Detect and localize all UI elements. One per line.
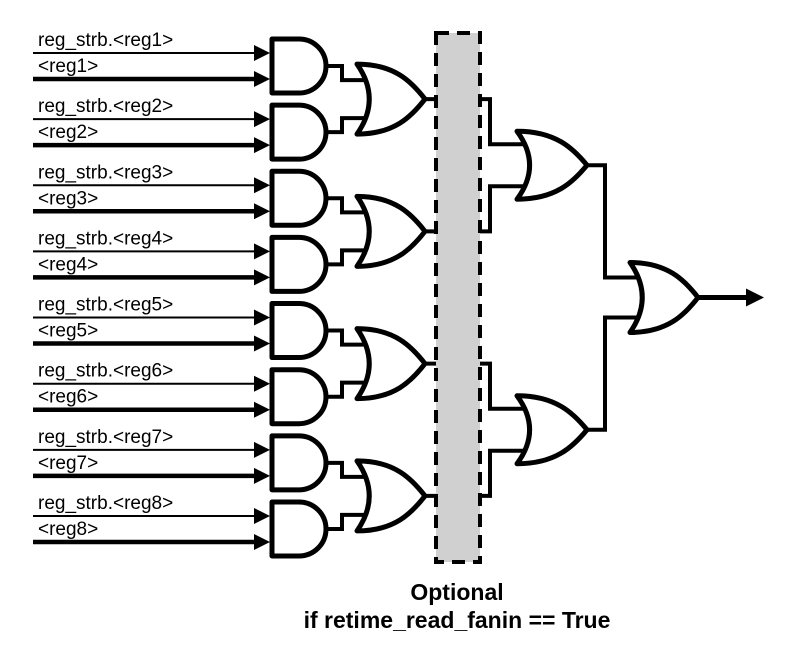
input-arrow-icon bbox=[254, 243, 270, 260]
input-arrow-icon bbox=[254, 177, 270, 194]
input-arrow-icon bbox=[254, 309, 270, 326]
strobe-label-5: reg_strb.<reg5> bbox=[38, 295, 173, 316]
and-output-wire-3 bbox=[326, 196, 371, 215]
or-gate-l3-1 bbox=[514, 128, 590, 202]
input-arrow-icon bbox=[254, 71, 270, 87]
strobe-label-8: reg_strb.<reg8> bbox=[38, 493, 173, 514]
or3-output-wire-1 bbox=[583, 163, 644, 280]
and-gate-2 bbox=[269, 102, 329, 162]
input-arrow-icon bbox=[254, 401, 270, 418]
and-gate-3 bbox=[269, 168, 329, 228]
input-arrow-icon bbox=[254, 533, 270, 550]
input-arrow-icon bbox=[254, 111, 270, 128]
data-label-8: <reg8> bbox=[38, 519, 98, 540]
strobe-label-3: reg_strb.<reg3> bbox=[38, 162, 173, 183]
and-gate-6 bbox=[269, 367, 329, 427]
data-label-4: <reg4> bbox=[38, 254, 98, 275]
or-gate-l2-1 bbox=[354, 61, 428, 137]
and-gate-5 bbox=[269, 301, 329, 361]
strobe-label-6: reg_strb.<reg6> bbox=[38, 361, 173, 382]
input-arrow-icon bbox=[254, 45, 270, 61]
caption-optional: Optional bbox=[410, 579, 503, 605]
strobe-label-1: reg_strb.<reg1> bbox=[38, 30, 173, 51]
caption-condition: if retime_read_fanin == True bbox=[304, 607, 611, 633]
and-output-wire-1 bbox=[326, 64, 371, 83]
and-gate-4 bbox=[269, 234, 329, 294]
input-arrow-icon bbox=[254, 441, 270, 458]
data-label-1: <reg1> bbox=[38, 56, 98, 77]
or3-output-wire-2 bbox=[583, 315, 644, 432]
and-gate-8 bbox=[269, 499, 329, 559]
strobe-label-7: reg_strb.<reg7> bbox=[38, 427, 173, 448]
input-arrow-icon bbox=[254, 375, 270, 392]
and-output-wire-5 bbox=[326, 328, 371, 347]
or-gate-l3-2 bbox=[514, 393, 590, 467]
data-label-5: <reg5> bbox=[38, 321, 98, 342]
strobe-label-2: reg_strb.<reg2> bbox=[38, 96, 173, 117]
and-output-wire-4 bbox=[326, 248, 371, 267]
and-output-wire-2 bbox=[326, 116, 371, 135]
or-gate-l2-3 bbox=[354, 326, 428, 402]
data-label-3: <reg3> bbox=[38, 188, 98, 209]
input-arrow-icon bbox=[254, 335, 270, 352]
and-output-wire-8 bbox=[326, 512, 371, 531]
and-gate-7 bbox=[269, 433, 329, 493]
data-label-7: <reg7> bbox=[38, 453, 98, 474]
data-label-6: <reg6> bbox=[38, 387, 98, 408]
input-arrow-icon bbox=[254, 203, 270, 220]
and-output-wire-6 bbox=[326, 380, 371, 399]
input-arrow-icon bbox=[254, 269, 270, 286]
retime-stage-box bbox=[434, 31, 482, 564]
output-arrow-icon bbox=[746, 288, 764, 307]
or-gate-l2-4 bbox=[354, 458, 428, 534]
data-label-2: <reg2> bbox=[38, 122, 98, 143]
strobe-label-4: reg_strb.<reg4> bbox=[38, 228, 173, 249]
or-gate-l2-2 bbox=[354, 193, 428, 269]
input-arrow-icon bbox=[254, 507, 270, 524]
and-output-wire-7 bbox=[326, 460, 371, 479]
input-arrow-icon bbox=[254, 137, 270, 154]
final-or-gate bbox=[627, 259, 701, 335]
diagram-root: reg_strb.<reg1> <reg1> reg_strb.<reg2> <reg… bbox=[33, 30, 764, 564]
input-arrow-icon bbox=[254, 467, 270, 484]
and-gate-1 bbox=[269, 36, 329, 96]
